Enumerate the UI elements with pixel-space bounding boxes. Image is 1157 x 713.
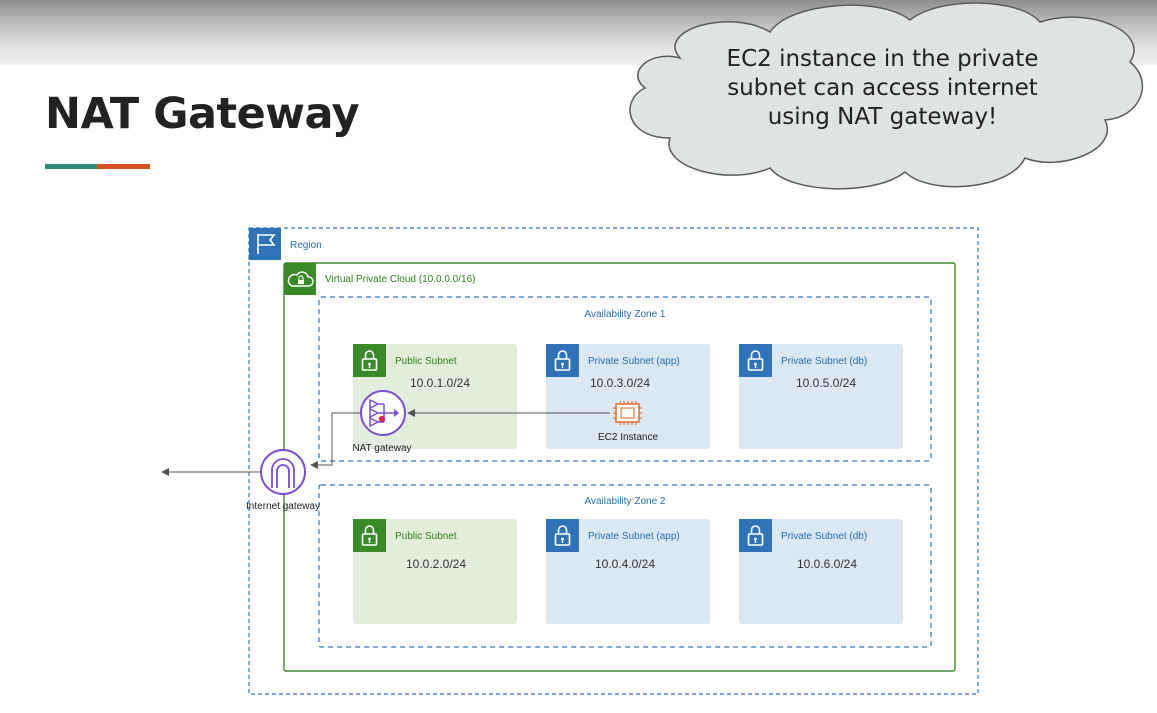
internet-gateway-label: Internet gateway (246, 501, 320, 512)
connector-nat-to-igw (310, 412, 364, 469)
subnet-box (353, 519, 517, 624)
internet-gateway-icon (260, 449, 306, 495)
callout-line-1: EC2 instance in the private (726, 46, 1039, 72)
lock-icon (546, 519, 579, 552)
vpc-label: Virtual Private Cloud (10.0.0.0/16) (325, 274, 475, 285)
underline-teal-segment (45, 164, 97, 169)
nat-gateway-icon (360, 390, 406, 436)
lock-icon (739, 344, 772, 377)
callout-line-3: using NAT gateway! (767, 104, 998, 130)
subnet-private-db-az2: Private Subnet (db) 10.0.6.0/24 (739, 519, 903, 624)
subnet-private-db-az1: Private Subnet (db) 10.0.5.0/24 (739, 344, 903, 449)
lock-icon (353, 519, 386, 552)
subnet-cidr: 10.0.2.0/24 (406, 557, 466, 571)
subnet-cidr: 10.0.3.0/24 (590, 376, 650, 390)
subnet-label: Private Subnet (db) (781, 531, 867, 542)
az2-boundary (318, 484, 932, 648)
nat-gateway-label: NAT gateway (352, 443, 411, 454)
subnet-cidr: 10.0.4.0/24 (595, 557, 655, 571)
subnet-public-az2: Public Subnet 10.0.2.0/24 (353, 519, 517, 624)
page-title: NAT Gateway (45, 89, 360, 139)
az2-label: Availability Zone 2 (585, 496, 666, 507)
cloud-shape (629, 2, 1144, 190)
callout-line-2: subnet can access internet (727, 75, 1038, 101)
subnet-label: Private Subnet (db) (781, 356, 867, 367)
cloud-lock-icon (284, 263, 316, 295)
subnet-cidr: 10.0.1.0/24 (410, 376, 470, 390)
subnet-box (739, 519, 903, 624)
subnet-box (739, 344, 903, 449)
nat-gateway: NAT gateway (352, 390, 412, 454)
title-underline (45, 164, 150, 169)
callout-text: EC2 instance in the private subnet can a… (710, 45, 1055, 132)
subnet-cidr: 10.0.6.0/24 (797, 557, 857, 571)
ec2-instance: EC2 Instance (598, 401, 658, 443)
subnet-box (546, 519, 710, 624)
availability-zone-1: Availability Zone 1 (318, 296, 932, 462)
subnet-label: Public Subnet (395, 356, 457, 367)
underline-orange-segment (97, 164, 150, 169)
subnet-label: Private Subnet (app) (588, 356, 680, 367)
subnet-cidr: 10.0.5.0/24 (796, 376, 856, 390)
subnet-label: Public Subnet (395, 531, 457, 542)
lock-icon (353, 344, 386, 377)
region-boundary (248, 227, 979, 695)
az1-label: Availability Zone 1 (585, 309, 666, 320)
internet-gateway: Internet gateway (246, 449, 320, 512)
subnet-private-app-az1: Private Subnet (app) 10.0.3.0/24 (546, 344, 710, 449)
flag-icon (249, 228, 281, 260)
ec2-instance-label: EC2 Instance (598, 432, 658, 443)
subnet-private-app-az2: Private Subnet (app) 10.0.4.0/24 (546, 519, 710, 624)
lock-icon (546, 344, 579, 377)
cloud-outline (629, 2, 1144, 190)
region-label: Region (290, 240, 322, 251)
subnet-label: Private Subnet (app) (588, 531, 680, 542)
lock-icon (739, 519, 772, 552)
cloud-callout: EC2 instance in the private subnet can a… (620, 0, 1150, 195)
availability-zone-2: Availability Zone 2 (318, 484, 932, 648)
chip-icon (613, 401, 642, 425)
region-container: Region (248, 227, 979, 695)
subnet-box (546, 344, 710, 449)
